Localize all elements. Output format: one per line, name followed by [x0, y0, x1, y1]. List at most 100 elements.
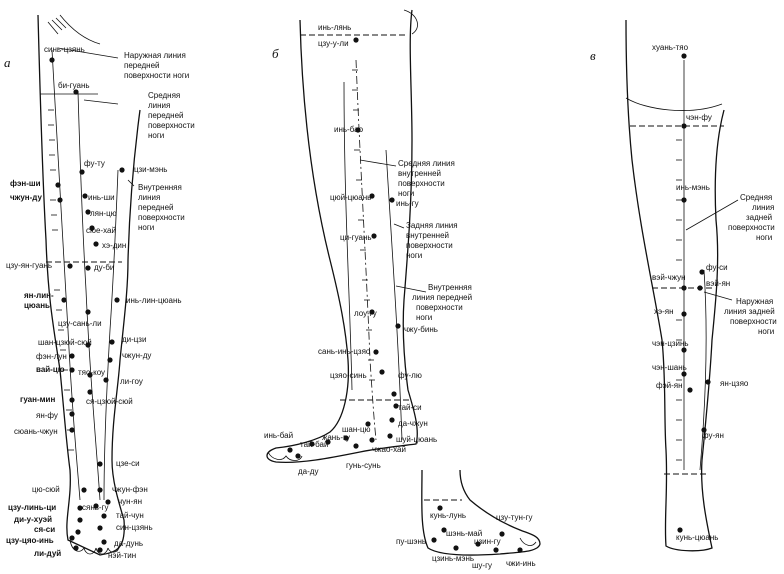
point-label: сань-инь-цзяо	[318, 347, 371, 356]
point-label: сянь-гу	[82, 503, 109, 512]
leg-v-outline	[625, 19, 725, 552]
point-label: цзинь-мэнь	[432, 554, 474, 563]
annotation-mid-inner-line: Средняя линия внутренней поверхности ног…	[398, 159, 457, 198]
point-label: инь-лянь	[318, 23, 351, 32]
leg-a-hip-crease	[59, 14, 101, 45]
point-label: инь-лин-цюань	[126, 296, 182, 305]
annotation-back-inner-line: Задняя линия внутренней поверхности ноги	[406, 221, 460, 260]
annotation-outer-back-line: Наружная линия задней поверхности ноги	[724, 297, 779, 336]
point-label: шэнь-май	[446, 529, 482, 538]
leg-b-hip	[403, 9, 418, 35]
point-label: инь-ши	[88, 193, 115, 202]
point-label: цзин-гу	[474, 537, 501, 546]
point-label: чжу-бинь	[404, 325, 438, 334]
panel-b-letter: б	[272, 46, 279, 61]
point-label: инь-мэнь	[676, 183, 710, 192]
panel-v-letter: в	[590, 48, 596, 63]
point-label: шуй-цюань	[396, 435, 437, 444]
point-label: ди-у-хуэй	[14, 515, 52, 524]
panel-a-letter: а	[4, 55, 11, 70]
point-label: да-ду	[298, 467, 318, 476]
leg-b-labels: инь-лянь цзу-у-ли инь-бао цюй-цюань инь-…	[264, 23, 438, 476]
point-label: гуан-мин	[20, 395, 55, 404]
point-label: чун-ян	[118, 497, 142, 506]
point-label: ци-гуань	[340, 233, 372, 242]
panel-a: а	[4, 14, 195, 560]
point-label: чэн-шань	[652, 363, 687, 372]
leg-a-hatch	[47, 17, 67, 35]
leg-a-ticks	[48, 109, 74, 451]
point-label: ди-цзи	[122, 335, 146, 344]
panel-foot: кунь-лунь цзу-тун-гу шэнь-май пу-шэнь цз…	[396, 469, 541, 570]
point-label: шан-цю	[342, 425, 371, 434]
annotation-mid-back-line: Средняя линия задней поверхности ноги	[728, 193, 777, 242]
foot-toe	[519, 537, 537, 546]
leg-a-labels: синь-цзянь би-гуань фу-ту цзи-мэнь фэн-ш…	[6, 45, 182, 560]
leg-b-outline	[266, 9, 418, 464]
point-label: цзу-линь-ци	[8, 503, 56, 512]
point-label: чжун-ду	[122, 351, 151, 360]
point-label: лян-цю	[90, 209, 117, 218]
leg-b-line-3	[385, 149, 403, 441]
point-label: лоу-гу	[354, 309, 377, 318]
point-label: цюань	[24, 301, 50, 310]
point-label: жань-гу	[322, 433, 350, 442]
leg-a-toes	[69, 539, 121, 555]
point-label: цю-сюй	[32, 485, 60, 494]
point-label: вай-цю	[36, 365, 65, 374]
point-label: чжун-фэн	[112, 485, 148, 494]
point-label: тай-чун	[116, 511, 144, 520]
annotation-inner-front-line-b: Внутренняя линия передней поверхности но…	[412, 283, 474, 322]
point-label: син-цзянь	[116, 523, 153, 532]
foot-points	[431, 505, 523, 553]
foot-labels: кунь-лунь цзу-тун-гу шэнь-май пу-шэнь цз…	[396, 511, 536, 570]
point-label: шан-цзюй-сюй	[38, 338, 92, 347]
point-label: инь-бай	[264, 431, 293, 440]
point-label: фэн-лун	[36, 352, 67, 361]
leg-v-points	[677, 53, 711, 533]
point-label: чжун-ду	[10, 193, 42, 202]
point-label: хэ-ян	[654, 307, 674, 316]
point-label: цзу-тун-гу	[496, 513, 533, 522]
point-label: сюань-чжун	[14, 427, 58, 436]
panel-b: б Сре	[264, 9, 474, 476]
point-label: цзу-сань-ли	[58, 319, 102, 328]
point-label: ли-гоу	[120, 377, 143, 386]
point-label: кунь-цюань	[676, 533, 718, 542]
annotation-outer-front-line: Наружная линия передней поверхности ноги	[124, 51, 189, 80]
point-label: цзу-цяо-инь	[6, 536, 54, 545]
point-label: да-чжун	[398, 419, 428, 428]
point-label: цзи-мэнь	[134, 165, 167, 174]
point-label: чжи-инь	[506, 559, 536, 568]
leg-v-outer-line	[699, 269, 707, 471]
point-label: тай-си	[398, 403, 422, 412]
point-label: синь-цзянь	[44, 45, 85, 54]
leg-a-points	[49, 57, 125, 553]
point-label: фу-лю	[398, 371, 422, 380]
point-label: фу-си	[706, 263, 728, 272]
leg-b-leaders	[359, 159, 427, 293]
point-label: нэй-тин	[108, 551, 136, 560]
leg-v-leaders	[685, 199, 739, 301]
leg-a-leaders	[57, 47, 135, 187]
point-label: тяо-коу	[78, 368, 105, 377]
point-label: сюе-хай	[86, 226, 116, 235]
point-label: цюй-цюань	[330, 193, 371, 202]
point-label: цзяо-синь	[330, 371, 367, 380]
leg-a-inner-line	[103, 169, 119, 501]
leg-b-toes	[267, 451, 303, 461]
point-label: фэн-ши	[10, 179, 41, 188]
point-label: цзе-си	[116, 459, 140, 468]
point-label: шу-гу	[472, 561, 492, 570]
point-label: тай-бай	[300, 440, 328, 449]
point-label: гунь-сунь	[346, 461, 381, 470]
point-label: чэн-цзинь	[652, 339, 689, 348]
point-label: чжао-хай	[372, 445, 406, 454]
point-label: би-гуань	[58, 81, 90, 90]
point-label: ся-цзюй-сюй	[86, 397, 133, 406]
foot-outline	[421, 469, 541, 556]
point-label: вэй-чжун	[652, 273, 686, 282]
point-label: инь-гу	[396, 199, 419, 208]
point-label: ян-лин-	[24, 291, 54, 300]
